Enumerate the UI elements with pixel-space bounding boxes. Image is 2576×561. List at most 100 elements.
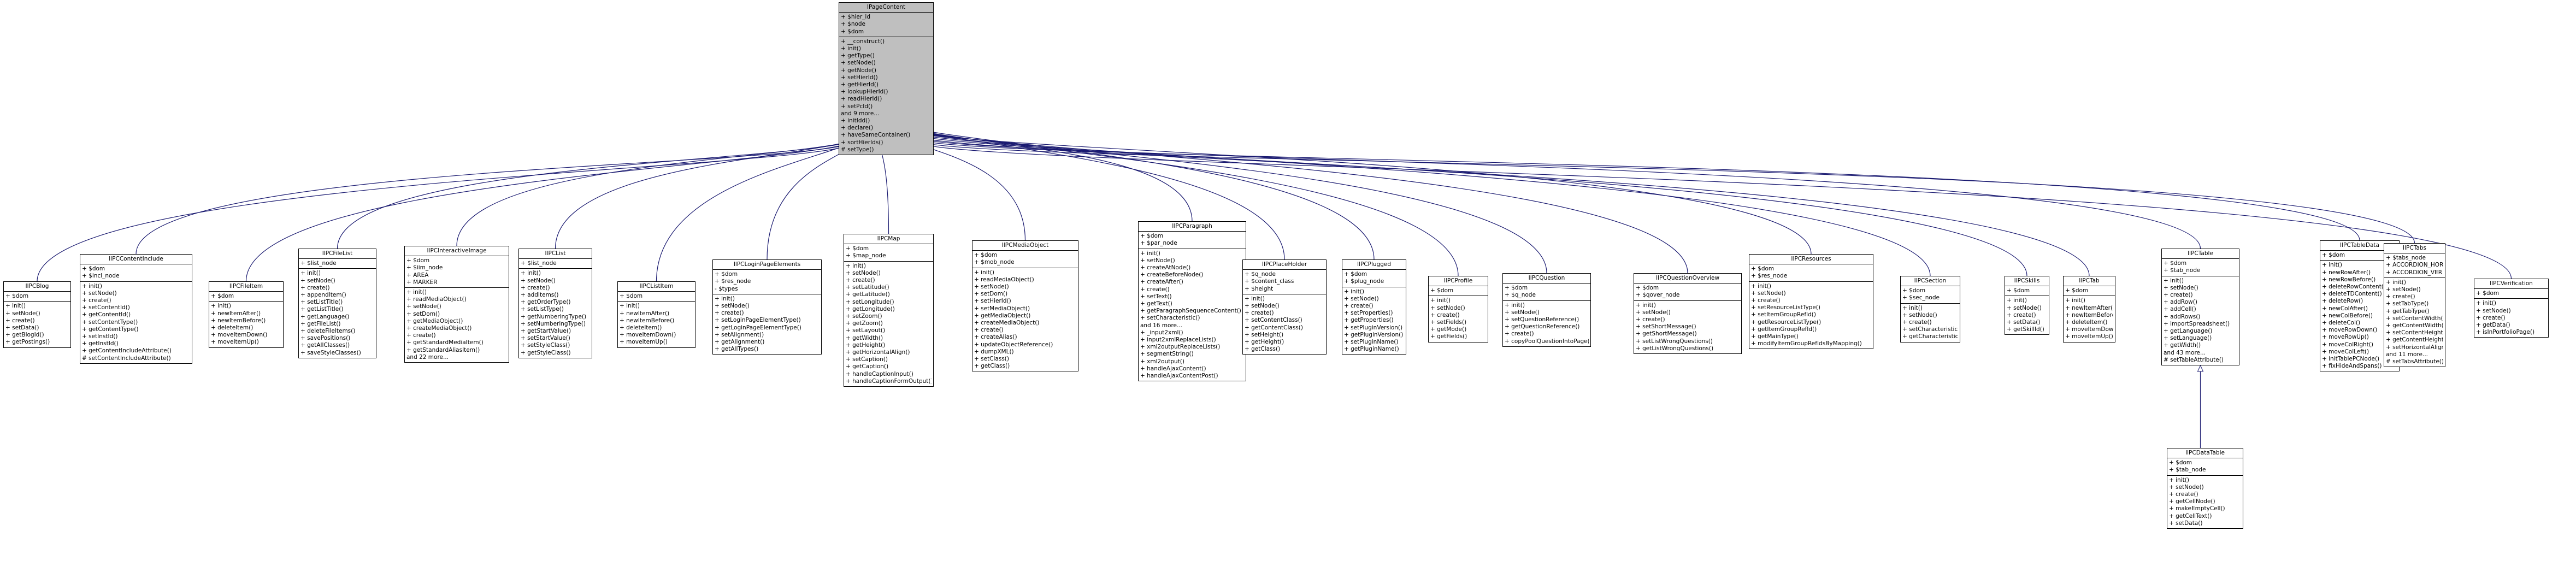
operation-item: + newItemAfter() xyxy=(211,310,261,317)
operation-item: + setHierId() xyxy=(974,298,1011,305)
operation-item: + setHorizontalAlign() xyxy=(2386,344,2443,351)
operation-item: + init() xyxy=(1505,302,1525,309)
operation-item: + setNode() xyxy=(1902,311,1937,318)
class-box-ipagecontent[interactable]: IPageContent+ $hier_id+ $node+ $dom+ __c… xyxy=(839,2,934,156)
operation-item: + init() xyxy=(1751,282,1771,290)
operation-item: + init() xyxy=(1430,297,1451,304)
attribute-list: + $dom+ $map_node xyxy=(844,244,933,262)
operation-item: + setData() xyxy=(2169,519,2203,527)
operation-item: + init() xyxy=(2169,476,2189,483)
operation-item: + setNode() xyxy=(2386,286,2421,293)
operation-item: + setContentWidth() xyxy=(2386,315,2443,322)
operation-item: + setPluginName() xyxy=(1344,339,1399,346)
operation-item: + getCharacteristic() xyxy=(1902,333,1958,340)
operation-item: + setNode() xyxy=(715,303,750,310)
operation-item: + setTabType() xyxy=(2386,300,2429,308)
operation-item: + newColAfter() xyxy=(2322,305,2368,312)
operation-item: + setShortMessage() xyxy=(1636,323,1696,330)
operation-item: + create() xyxy=(2164,292,2193,299)
operation-item: + getPluginName() xyxy=(1344,346,1399,353)
class-box-ilpcmap[interactable]: IlPCMap+ $dom+ $map_node+ init()+ setNod… xyxy=(844,234,934,387)
class-name: IlPCFileList xyxy=(299,249,376,259)
operation-item: + getFileList() xyxy=(300,320,341,327)
class-box-ilpcparagraph[interactable]: IlPCParagraph+ $dom+ $par_node+ init()+ … xyxy=(1138,221,1246,382)
operation-item: + getData() xyxy=(2476,322,2510,329)
attribute-item: + $dom xyxy=(5,293,29,300)
attribute-item: + ACCORDION_HOR xyxy=(2386,262,2443,269)
attribute-item: + $dom xyxy=(2476,290,2500,297)
operation-item: + setPcId() xyxy=(841,103,873,110)
class-box-ilpcquestionoverview[interactable]: IlPCQuestionOverview+ $dom+ $qover_node+… xyxy=(1634,273,1742,355)
operation-item: + getContentHeight() xyxy=(2386,336,2443,344)
class-box-ilpcinteractiveimage[interactable]: IlPCInteractiveImage+ $dom+ $iim_node+ A… xyxy=(404,246,509,363)
class-box-ilpcmediaobject[interactable]: IlPCMediaObject+ $dom+ $mob_node+ init()… xyxy=(972,240,1078,372)
class-box-ilpctabs[interactable]: IlPCTabs+ $tabs_node+ ACCORDION_HOR+ ACC… xyxy=(2384,243,2445,368)
operation-item: + setLanguage() xyxy=(2164,335,2212,342)
operation-item: + updateObjectReference() xyxy=(974,341,1053,348)
class-box-ilpcdatatable[interactable]: IlPCDataTable+ $dom+ $tab_node+ init()+ … xyxy=(2167,448,2243,529)
operation-item: + makeEmptyCell() xyxy=(2169,505,2225,512)
attribute-item: + $dom xyxy=(406,257,430,264)
operation-item: + setCaption() xyxy=(846,356,888,363)
inheritance-edge xyxy=(37,141,853,282)
operation-item: + input2xmlReplaceLists() xyxy=(1140,336,1216,344)
attribute-item: + $map_node xyxy=(846,252,886,259)
operation-item: + getHeight() xyxy=(846,341,886,349)
operation-item: + modifyItemGroupRefIdsByMapping() xyxy=(1751,340,1862,347)
class-box-ilpcloginpageelements[interactable]: IlPCLoginPageElements+ $dom+ $res_node- … xyxy=(712,259,822,355)
attribute-list: + $dom+ $res_node xyxy=(1749,264,1873,282)
class-box-ilpctable[interactable]: IlPCTable+ $dom+ $tab_node+ init()+ setN… xyxy=(2161,249,2239,366)
operation-item: + init() xyxy=(2065,297,2085,304)
operation-item: + getProperties() xyxy=(1344,317,1394,324)
class-name: IlPCContentInclude xyxy=(80,255,192,265)
class-name: IlPCQuestionOverview xyxy=(1634,274,1741,284)
operation-item: + copyPoolQuestionIntoPage() xyxy=(1505,338,1589,345)
operation-item: + getHeight() xyxy=(1245,339,1284,346)
inheritance-edge xyxy=(135,139,856,255)
operation-item: + setNode() xyxy=(1505,309,1540,316)
class-box-ilpcfilelist[interactable]: IlPCFileList+ $list_node+ init()+ setNod… xyxy=(298,249,376,358)
operation-item: + getContentId() xyxy=(82,311,131,318)
operation-list: + init()+ setNode()+ create()+ setShortM… xyxy=(1634,301,1741,353)
class-box-ilpcskills[interactable]: IlPCSkills+ $dom+ init()+ setNode()+ cre… xyxy=(2005,276,2049,335)
operation-item: + addItems() xyxy=(521,292,559,299)
operation-item: + setCharacteristic() xyxy=(1902,326,1958,333)
operation-item: + getPluginVersion() xyxy=(1344,331,1404,338)
class-box-ilpccontentinclude[interactable]: IlPCContentInclude+ $dom+ $incl_node+ in… xyxy=(80,254,192,364)
attribute-item: + AREA xyxy=(406,271,429,279)
operation-list: + init()+ setNode()+ create()+ setData()… xyxy=(2005,296,2049,334)
operation-item: + setContentType() xyxy=(82,318,138,326)
operation-item: + getQuestionReference() xyxy=(1505,323,1580,330)
class-box-ilpcsection[interactable]: IlPCSection+ $dom+ $sec_node+ init()+ se… xyxy=(1900,276,1960,342)
attribute-item: + $dom xyxy=(1344,271,1367,278)
class-box-ilpctab[interactable]: IlPCTab+ $dom+ init()+ newItemAfter()+ n… xyxy=(2063,276,2115,342)
class-box-ilpcresources[interactable]: IlPCResources+ $dom+ $res_node+ init()+ … xyxy=(1749,254,1873,350)
operation-item: + getZoom() xyxy=(846,320,883,327)
class-box-ilpcfileitem[interactable]: IlPCFileItem+ $dom+ init()+ newItemAfter… xyxy=(209,281,284,348)
attribute-item: + $list_node xyxy=(300,260,337,267)
operation-item: + init() xyxy=(1140,250,1160,257)
class-box-ilpcblog[interactable]: IlPCBlog+ $dom+ init()+ setNode()+ creat… xyxy=(3,281,71,348)
attribute-item: + $dom xyxy=(2065,287,2089,294)
class-name: IlPCListItem xyxy=(618,282,695,292)
class-box-ilpcplugged[interactable]: IlPCPlugged+ $dom+ $plug_node+ init()+ s… xyxy=(1342,259,1406,355)
attribute-list: + $dom xyxy=(2064,286,2115,297)
operation-item: + create() xyxy=(5,317,35,324)
operation-item: + getContentIncludeAttribute() xyxy=(82,347,172,355)
operation-item: + create() xyxy=(1751,297,1781,304)
operation-item: + moveRowDown() xyxy=(2322,327,2378,334)
class-box-ilpclistitem[interactable]: IlPCListItem+ $dom+ init()+ newItemAfter… xyxy=(617,281,695,348)
operation-item: + setContentHeight() xyxy=(2386,329,2443,336)
operation-item: + getFields() xyxy=(1430,333,1467,340)
attribute-item: + $dom xyxy=(2164,260,2187,267)
operation-item: + getStandardAliasItem() xyxy=(406,346,480,353)
operation-item: + setCharacteristic() xyxy=(1140,315,1200,322)
class-box-ilpcplaceholder[interactable]: IlPCPlaceHolder+ $q_node+ $content_class… xyxy=(1242,259,1327,355)
operation-item: + setLongitude() xyxy=(846,298,894,305)
operation-item: + newItemBefore() xyxy=(620,317,675,324)
class-box-ilpclist[interactable]: IlPCList+ $list_node+ init()+ setNode()+… xyxy=(518,249,592,358)
inheritance-edge xyxy=(907,133,2090,276)
class-box-ilpcverification[interactable]: IlPCVerification+ $dom+ init()+ setNode(… xyxy=(2474,279,2549,338)
class-box-ilpcquestion[interactable]: IlPCQuestion+ $dom+ $q_node+ init()+ set… xyxy=(1502,273,1591,347)
class-box-ilpcprofile[interactable]: IlPCProfile+ $dom+ init()+ setNode()+ cr… xyxy=(1428,276,1488,342)
